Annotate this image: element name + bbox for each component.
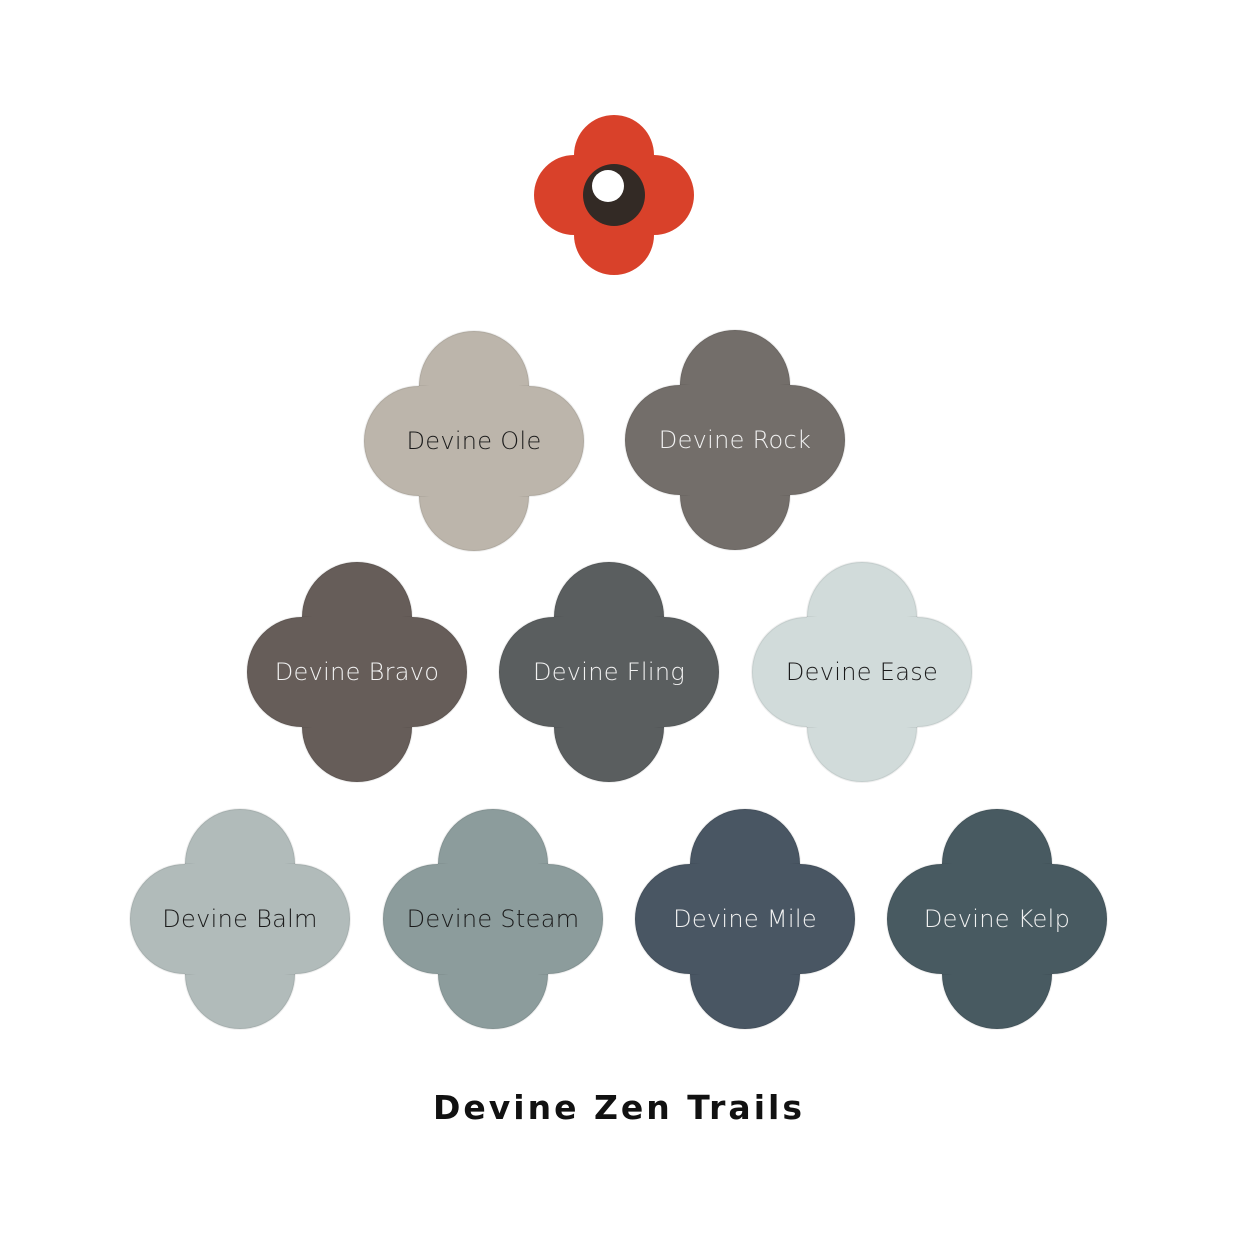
swatch-label: Devine Rock: [658, 426, 812, 454]
color-swatch: Devine Rock: [623, 328, 847, 552]
swatch-label: Devine Fling: [532, 658, 686, 686]
color-swatch: Devine Mile: [633, 807, 857, 1031]
quatrefoil-shape: [498, 561, 720, 783]
quatrefoil-shape: [886, 808, 1108, 1030]
color-swatch: Devine Ole: [362, 329, 586, 553]
swatch-label: Devine Balm: [162, 905, 318, 933]
quatrefoil-shape: [624, 329, 846, 551]
quatrefoil-shape: [129, 808, 351, 1030]
quatrefoil-shape: [363, 330, 585, 552]
quatrefoil-shape: [634, 808, 856, 1030]
quatrefoil-shape: [751, 561, 973, 783]
swatch-label: Devine Kelp: [923, 905, 1071, 933]
swatch-label: Devine Mile: [673, 905, 817, 933]
swatch-label: Devine Ole: [406, 427, 542, 455]
color-swatch: Devine Bravo: [245, 560, 469, 784]
color-swatch: Devine Fling: [497, 560, 721, 784]
color-swatch: Devine Kelp: [885, 807, 1109, 1031]
swatch-label: Devine Bravo: [274, 658, 440, 686]
poppy-flower-icon: [534, 115, 694, 275]
color-swatch: Devine Ease: [750, 560, 974, 784]
quatrefoil-shape: [382, 808, 604, 1030]
swatch-label: Devine Steam: [406, 905, 580, 933]
color-swatch: Devine Balm: [128, 807, 352, 1031]
color-swatch: Devine Steam: [381, 807, 605, 1031]
swatch-label: Devine Ease: [785, 658, 939, 686]
quatrefoil-shape: [246, 561, 468, 783]
palette-title: Devine Zen Trails: [433, 1088, 805, 1127]
